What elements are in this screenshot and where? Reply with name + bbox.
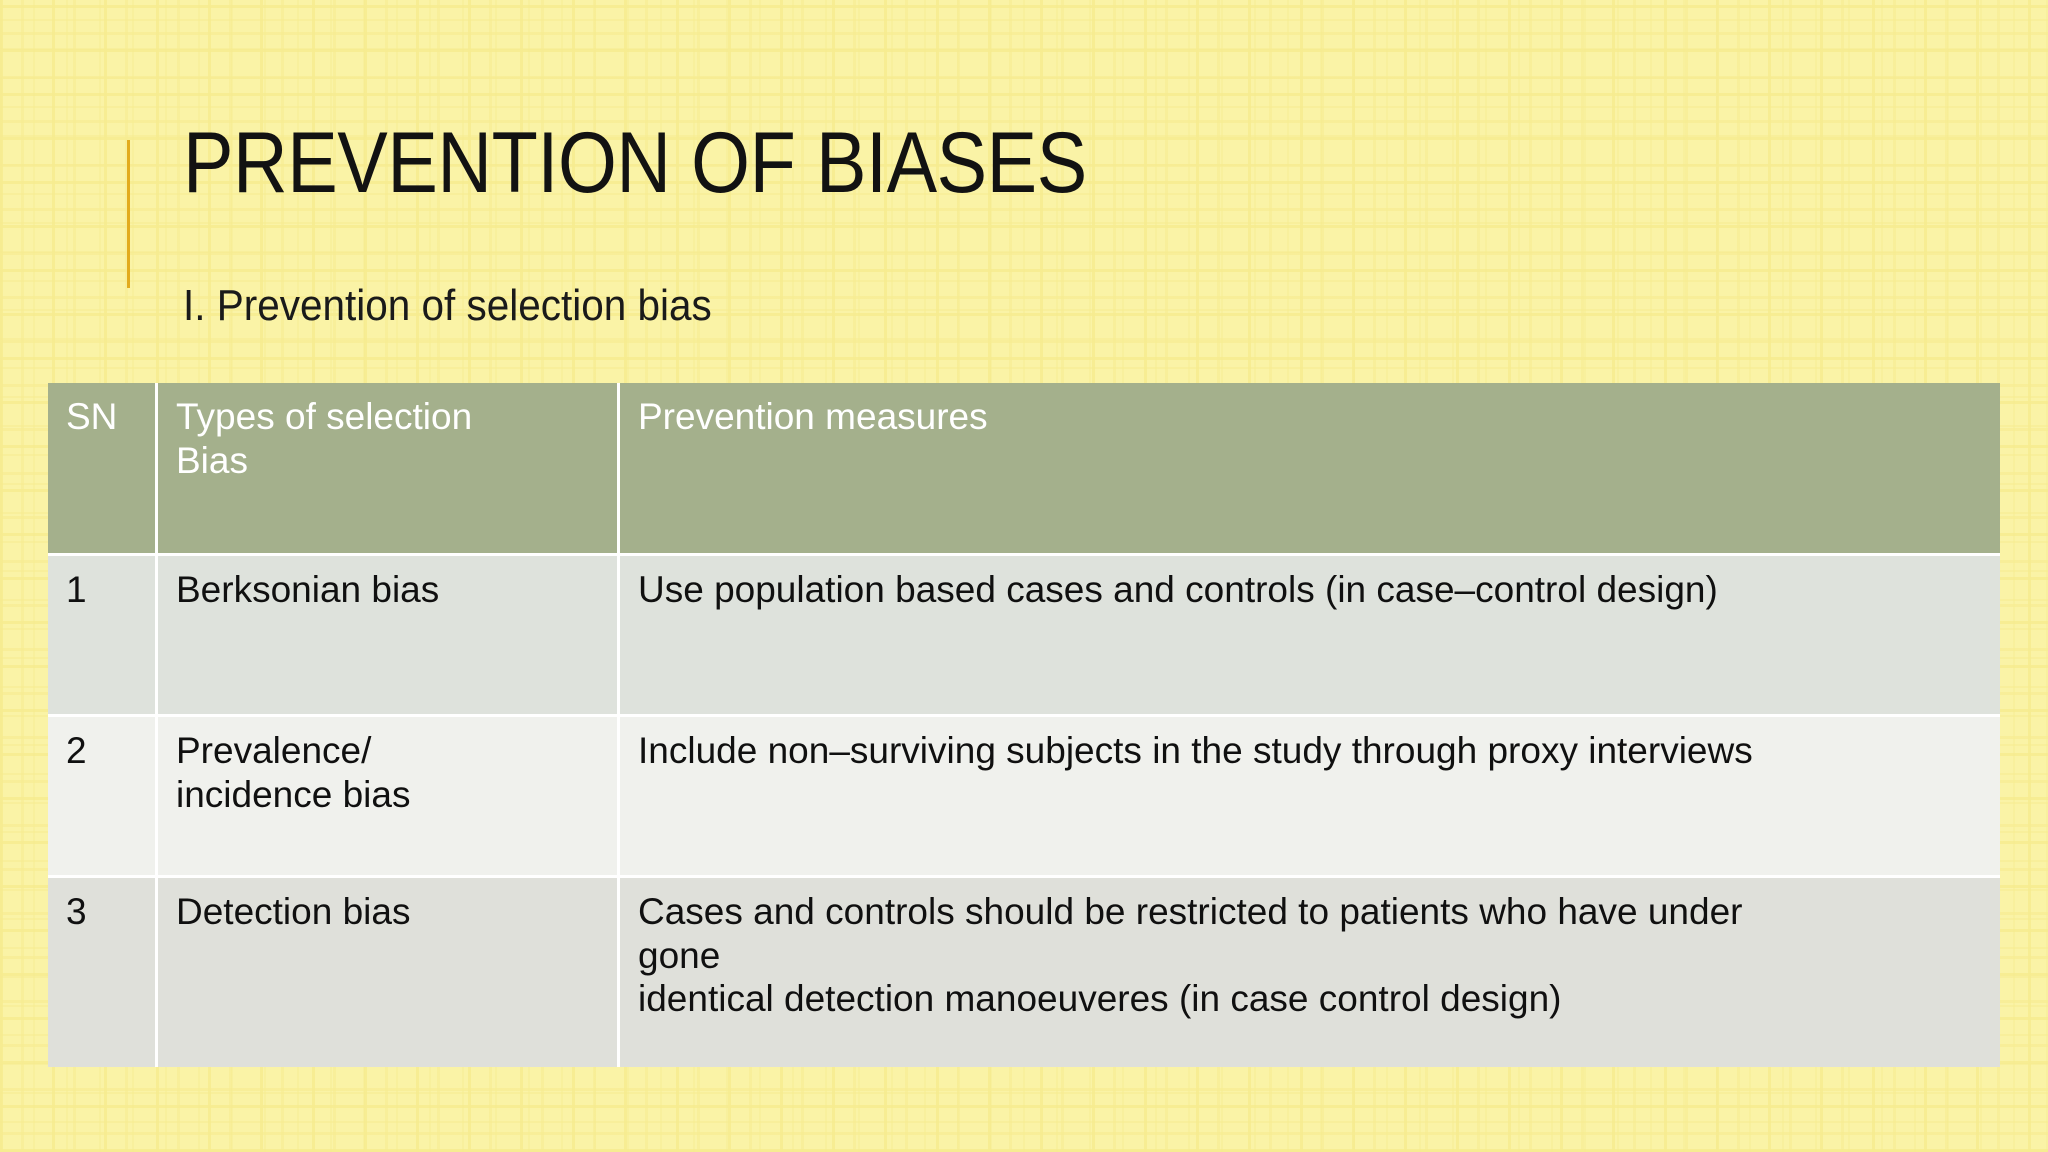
row-1-prevention: Use population based cases and controls …: [638, 569, 1718, 610]
row-2-sn: 2: [66, 730, 87, 771]
table-row: 1 Berksonian bias Use population based c…: [48, 553, 2000, 714]
row-3-sn: 3: [66, 891, 87, 932]
row-3-type: Detection bias: [176, 891, 411, 932]
table-body: 1 Berksonian bias Use population based c…: [48, 553, 2000, 1067]
cell-sn: 2: [48, 714, 158, 875]
column-header-sn-label: SN: [66, 396, 118, 437]
column-header-type-label: Types of selection Bias: [176, 396, 473, 481]
row-3-prevention: Cases and controls should be restricted …: [638, 891, 1743, 1020]
table-row: 2 Prevalence/ incidence bias Include non…: [48, 714, 2000, 875]
title-accent-bar: [127, 140, 130, 288]
cell-type: Detection bias: [158, 875, 620, 1067]
page-subtitle: I. Prevention of selection bias: [183, 281, 712, 330]
row-1-type: Berksonian bias: [176, 569, 440, 610]
prevention-of-selection-bias-table: SN Types of selection Bias Prevention me…: [48, 383, 2000, 1067]
cell-sn: 3: [48, 875, 158, 1067]
cell-prevention: Use population based cases and controls …: [620, 553, 2000, 714]
table-row: 3 Detection bias Cases and controls shou…: [48, 875, 2000, 1067]
row-2-type: Prevalence/ incidence bias: [176, 730, 411, 815]
column-header-prevention-label: Prevention measures: [638, 396, 988, 437]
cell-type: Berksonian bias: [158, 553, 620, 714]
cell-sn: 1: [48, 553, 158, 714]
table-header-row: SN Types of selection Bias Prevention me…: [48, 383, 2000, 553]
row-2-prevention: Include non–surviving subjects in the st…: [638, 730, 1753, 771]
page-title: PREVENTION OF BIASES: [183, 115, 1087, 211]
cell-prevention: Include non–surviving subjects in the st…: [620, 714, 2000, 875]
table-header: SN Types of selection Bias Prevention me…: [48, 383, 2000, 553]
column-header-type: Types of selection Bias: [158, 383, 620, 553]
column-header-sn: SN: [48, 383, 158, 553]
cell-type: Prevalence/ incidence bias: [158, 714, 620, 875]
column-header-prevention: Prevention measures: [620, 383, 2000, 553]
row-1-sn: 1: [66, 569, 87, 610]
cell-prevention: Cases and controls should be restricted …: [620, 875, 2000, 1067]
